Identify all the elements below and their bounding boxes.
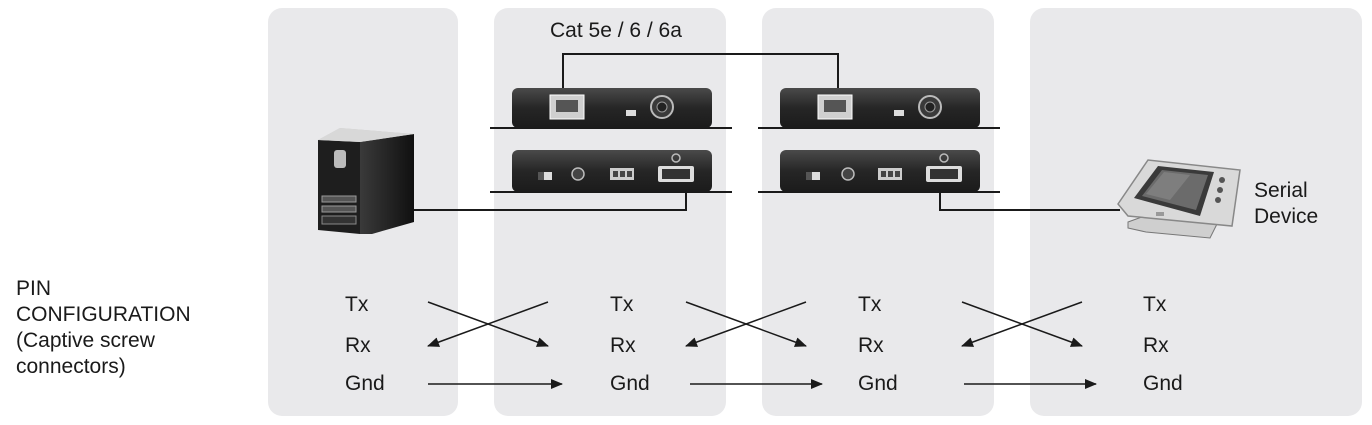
rx-from-tx-arrow — [427, 301, 549, 347]
pin-configuration-label: PIN CONFIGURATION (Captive screw connect… — [16, 276, 191, 380]
pin-rx-label: Rx — [345, 334, 371, 357]
pin-gnd-label: Gnd — [858, 372, 898, 395]
pin-tx-label: Tx — [345, 293, 369, 316]
rx-from-tx-arrow — [685, 301, 807, 347]
serial-device-label-line2: Device — [1254, 205, 1319, 228]
pin-rx-label: Rx — [610, 334, 636, 357]
pin-rx-label: Rx — [1143, 334, 1169, 357]
extender-local-top-unit — [512, 88, 712, 128]
pin-tx-label: Tx — [610, 293, 634, 316]
pin-gnd-label: Gnd — [345, 372, 385, 395]
cable-label: Cat 5e / 6 / 6a — [550, 19, 682, 42]
serial-device-icon — [1117, 159, 1241, 239]
serial-cable-remote — [939, 190, 1120, 211]
panel-extender-local — [494, 8, 726, 416]
pin-tx-label: Tx — [1143, 293, 1167, 316]
pin-configuration-line: (Captive screw — [16, 329, 155, 352]
panel-extender-remote — [762, 8, 994, 416]
pin-tx-label: Tx — [858, 293, 882, 316]
cat-cable-line — [562, 53, 839, 89]
extender-remote-bottom-unit — [780, 150, 980, 192]
extender-local-bottom-unit — [512, 150, 712, 192]
serial-cable-local — [414, 190, 687, 211]
pin-configuration-line: PIN — [16, 277, 52, 300]
pin-gnd-label: Gnd — [610, 372, 650, 395]
rx-from-tx-arrow — [961, 301, 1083, 347]
extender-remote-top-unit — [780, 88, 980, 128]
serial-device-label-line1: Serial — [1254, 179, 1308, 202]
computer-tower-icon — [318, 128, 414, 234]
pin-configuration-line: connectors) — [16, 355, 126, 378]
pin-gnd-label: Gnd — [1143, 372, 1183, 395]
pin-configuration-line: CONFIGURATION — [16, 303, 191, 326]
pin-rx-label: Rx — [858, 334, 884, 357]
